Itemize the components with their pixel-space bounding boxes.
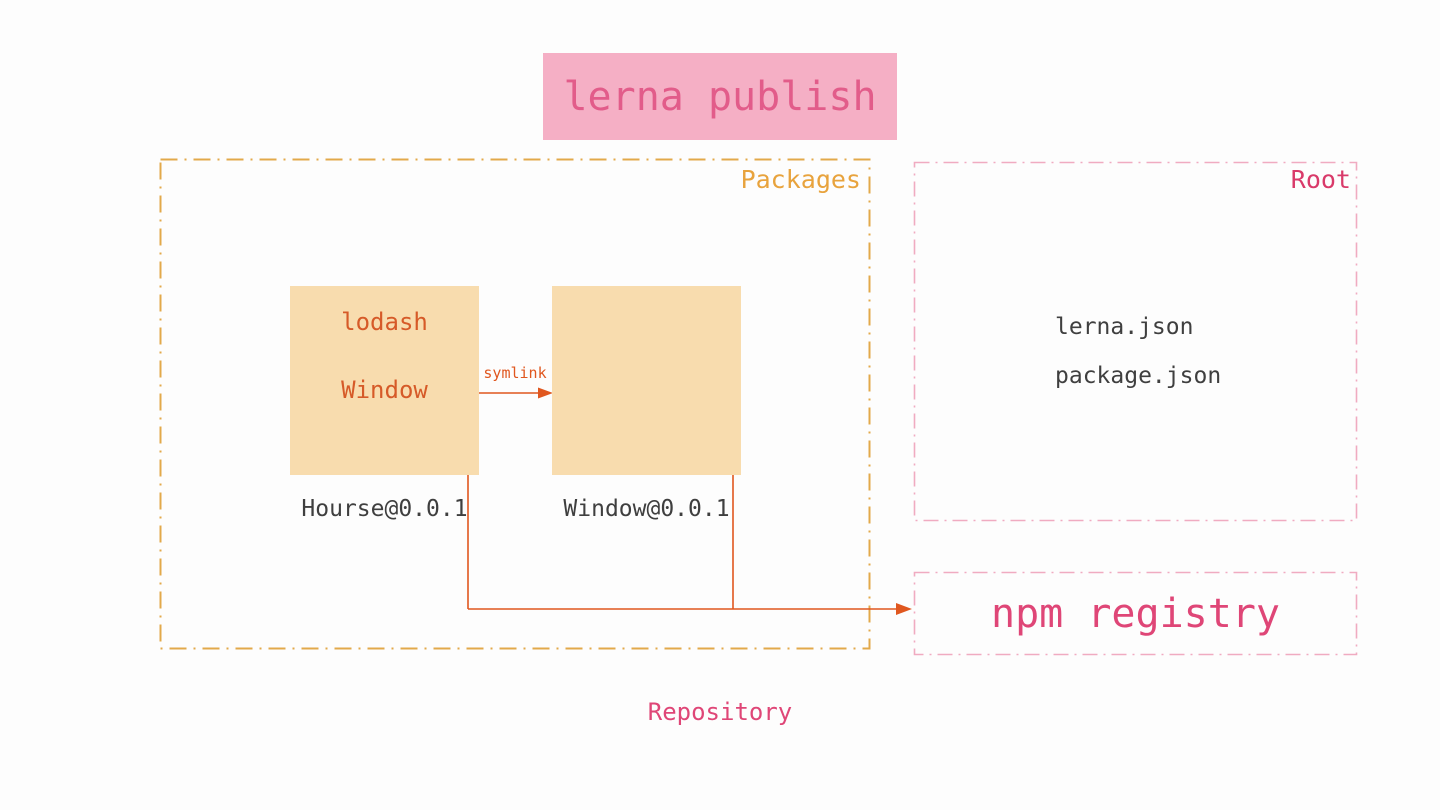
repository-label: Repository bbox=[647, 698, 793, 726]
dependency-lodash: lodash bbox=[341, 308, 428, 336]
npm-registry-container: npm registry bbox=[914, 572, 1357, 655]
package-box-window bbox=[552, 286, 741, 475]
root-files: lerna.json package.json bbox=[1055, 303, 1221, 401]
symlink-label: symlink bbox=[483, 364, 547, 382]
package-caption-hourse: Hourse@0.0.1 bbox=[301, 496, 468, 522]
root-label: Root bbox=[1290, 165, 1351, 194]
root-container: Root lerna.json package.json bbox=[914, 162, 1357, 521]
dependency-window: Window bbox=[341, 376, 428, 404]
package-caption-window: Window@0.0.1 bbox=[563, 496, 730, 522]
package-box-hourse: lodash Window bbox=[290, 286, 479, 475]
packages-container: Packages bbox=[160, 159, 870, 649]
title-badge: lerna publish bbox=[543, 53, 897, 140]
publish-arrowhead-icon bbox=[896, 603, 912, 615]
file-package-json: package.json bbox=[1055, 363, 1222, 389]
title-text: lerna publish bbox=[563, 73, 877, 120]
npm-registry-label: npm registry bbox=[991, 590, 1280, 637]
file-lerna-json: lerna.json bbox=[1055, 314, 1194, 340]
packages-label: Packages bbox=[740, 165, 861, 194]
